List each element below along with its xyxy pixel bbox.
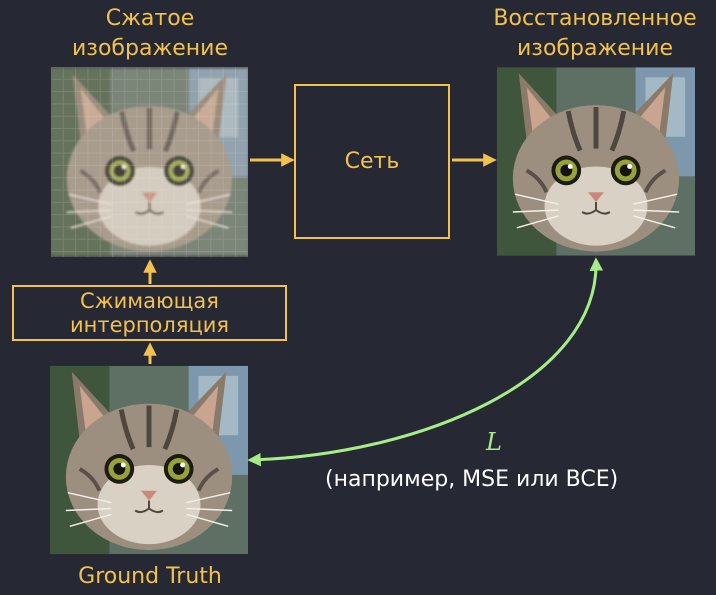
interpolation-box: Сжимающая интерполяция <box>12 285 287 341</box>
ground-truth-label: Ground Truth <box>78 564 222 589</box>
loss-symbol: L <box>486 428 502 456</box>
loss-arrow <box>247 257 604 467</box>
compressed-image-label: Сжатое изображение <box>50 4 250 64</box>
loss-note: (например, MSE или BCE) <box>325 467 619 492</box>
restored-image-label: Восстановленное изображение <box>470 4 716 64</box>
restored-image-label-line2: изображение <box>516 36 674 61</box>
compressed-image-label-line2: изображение <box>71 36 229 61</box>
network-label: Сеть <box>344 149 400 174</box>
network-box: Сеть <box>294 84 450 239</box>
restored-image-label-line1: Восстановленное <box>493 6 697 31</box>
compressed-image <box>51 67 248 257</box>
interpolation-label-line1: Сжимающая <box>80 289 219 313</box>
compressed-image-label-line1: Сжатое <box>105 6 195 31</box>
interpolation-label-line2: интерполяция <box>69 313 230 337</box>
